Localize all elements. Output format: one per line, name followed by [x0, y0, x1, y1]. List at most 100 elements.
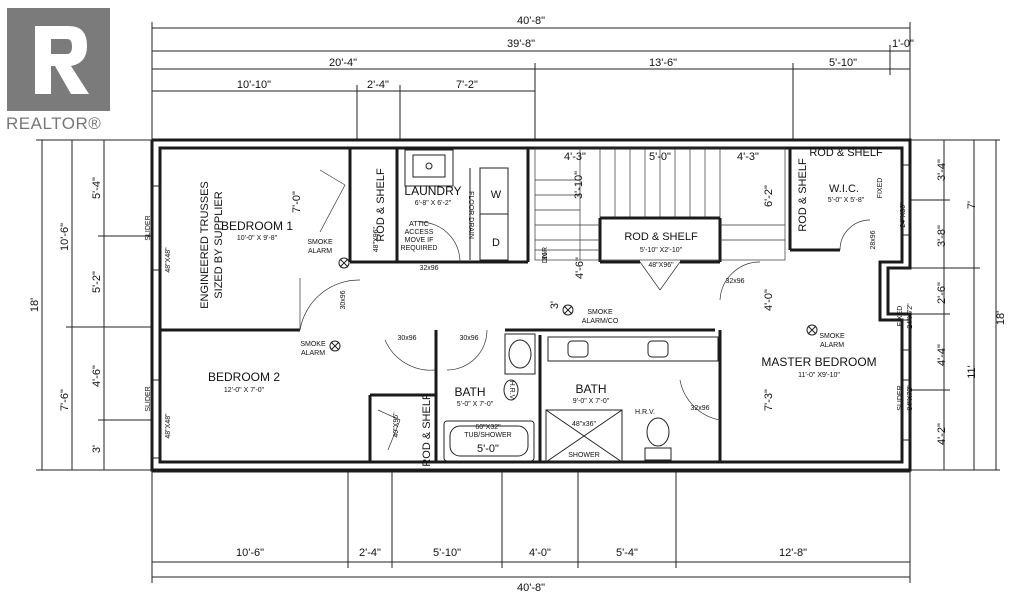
door-wic: 28x96 [870, 230, 877, 249]
dim-top-e: 2'-4" [367, 79, 389, 91]
dim-stair-e: 6'-2" [763, 185, 775, 207]
laundry-appliances [404, 149, 509, 261]
dim-right-e: 2'-6" [936, 282, 948, 304]
bedroom2-name: BEDROOM 2 [208, 370, 280, 384]
tub-label: TUB/SHOWER [464, 432, 511, 439]
smoke-alarm-b2-l2: ALARM [301, 350, 325, 357]
smoke-alarm-b1-l1: SMOKE [307, 239, 333, 246]
laundry-size: 6'-8" X 6'-2" [415, 200, 452, 207]
doors [299, 169, 871, 451]
floor-drain-label: FLOOR DRAIN [467, 191, 474, 239]
slider-b2: SLIDER [145, 386, 152, 411]
dim-bottom-f: 12'-8" [779, 547, 807, 559]
fixed-master: FIXED [897, 306, 904, 327]
win-b1-size: 48"X48" [165, 247, 172, 273]
attic-l2: ACCESS [405, 229, 434, 236]
dim-left-b: 7'-6" [59, 389, 71, 411]
win-b2-size: 48"X48" [165, 413, 172, 439]
wic-name: W.I.C. [829, 183, 859, 195]
smoke-co-l1: SMOKE [587, 309, 613, 316]
bedroom2-size: 12'-0" X 7'-0" [224, 387, 265, 394]
door-ensuite: 32x96 [690, 405, 709, 412]
left-dimensions [36, 139, 152, 471]
dim-inner-7-3: 7'-3" [763, 389, 775, 411]
laundry-name: LAUNDRY [404, 184, 461, 198]
hrv-label: H.R.V. [635, 409, 655, 416]
dim-bottom-a: 10'-6" [236, 547, 264, 559]
dim-stair-b: 5'-0" [649, 151, 671, 163]
smoke-alarm-icons [329, 257, 818, 352]
rod-shelf-wic-top: ROD & SHELF [809, 147, 883, 159]
rod-shelf-hall: ROD & SHELF [624, 231, 698, 243]
smoke-alarm-b2-l1: SMOKE [300, 341, 326, 348]
rod-shelf-hall-dims: 5'-10" X2'-10" [640, 247, 683, 254]
rod-shelf-bedroom1: ROD & SHELF [375, 168, 387, 242]
dryer-label: D [492, 237, 500, 249]
attic-l4: REQUIRED [401, 245, 438, 252]
bath1-size: 5'-0" X 7'-0" [457, 401, 494, 408]
win-wic-size: 24"X36" [900, 202, 907, 228]
dim-bottom-b: 2'-4" [359, 547, 381, 559]
dim-left-overall: 18' [29, 298, 41, 312]
door-master: 32x96 [725, 278, 744, 285]
tub-size: 60"X32" [475, 424, 501, 431]
dim-top-a: 20'-4" [329, 57, 357, 69]
smoke-master-l2: ALARM [820, 342, 844, 349]
wic-size: 5'-0" X 5'-8" [828, 197, 865, 204]
win-master-fixed-size: 24"X72" [907, 303, 914, 329]
dim-inner-3: 3' [549, 301, 561, 309]
dim-bottom-overall: 40'-8" [517, 582, 545, 594]
dim-inner-4-0: 4'-0" [763, 289, 775, 311]
dim-stair-a: 4'-3" [564, 151, 586, 163]
shower-label: SHOWER [568, 452, 600, 459]
dim-right-b: 11' [966, 365, 978, 379]
dim-bottom-c: 5'-10" [433, 547, 461, 559]
door-bath1: 30x96 [459, 335, 478, 342]
door-laundry: 32x96 [419, 265, 438, 272]
dim-top-f: 7'-2" [456, 79, 478, 91]
stair-risers: 16R [542, 247, 549, 260]
closet-b2-size: 40"X96" [393, 412, 400, 438]
dim-right-d: 3'-8" [936, 225, 948, 247]
closet-b1-size: 48"X96" [373, 226, 380, 252]
master-name: MASTER BEDROOM [761, 355, 876, 369]
closet-hall-size: 48"X96" [648, 262, 674, 269]
dim-left-a: 10'-6" [59, 223, 71, 251]
interior-walls [160, 148, 840, 462]
dim-right-f: 4'-4" [936, 344, 948, 366]
hrv-bath1-label: H.R.V [508, 381, 515, 400]
smoke-alarm-b1-l2: ALARM [308, 248, 332, 255]
smoke-co-l2: ALARM/CO [582, 318, 619, 325]
rod-shelf-bedroom2: ROD & SHELF [421, 393, 433, 467]
attic-l3: MOVE IF [405, 237, 434, 244]
rod-shelf-wic-vertical: ROD & SHELF [797, 158, 809, 232]
fixed-wic: FIXED [877, 178, 884, 199]
door-b1: 30x96 [340, 290, 347, 309]
dim-stair-f: 4'-6" [574, 257, 586, 279]
dim-top-overall: 40'-8" [517, 15, 545, 27]
dim-bottom-e: 5'-4" [616, 547, 638, 559]
door-b2: 30x96 [397, 335, 416, 342]
dim-right-g: 4'-2" [936, 423, 948, 445]
bath-fixtures [443, 333, 719, 463]
smoke-master-l1: SMOKE [819, 333, 845, 340]
dim-stair-c: 4'-3" [737, 151, 759, 163]
shower-size: 48"x36" [572, 421, 597, 428]
bedroom1-name: BEDROOM 1 [221, 219, 293, 233]
dim-stair-d: 3'-10" [573, 171, 585, 199]
dim-top-second: 39'-8" [507, 38, 535, 50]
trusses-note-line2: SIZED BY SUPPLIER [213, 191, 225, 298]
master-size: 11'-0" X9'-10" [798, 372, 840, 379]
realtor-logo-icon [7, 8, 110, 111]
dim-left-f: 3' [91, 445, 103, 453]
right-dimensions [910, 139, 1000, 471]
win-master-slider-size: 84"X72" [907, 385, 914, 411]
dim-top-right-small: 1'-0" [892, 38, 914, 50]
trusses-note-line1: ENGINEERED TRUSSES [199, 181, 211, 309]
dim-left-d: 5'-2" [91, 271, 103, 293]
bath1-name: BATH [454, 385, 485, 399]
dim-left-e: 4'-6" [91, 365, 103, 387]
bath2-size: 9'-0" X 7'-0" [573, 398, 610, 405]
windows [151, 164, 911, 459]
